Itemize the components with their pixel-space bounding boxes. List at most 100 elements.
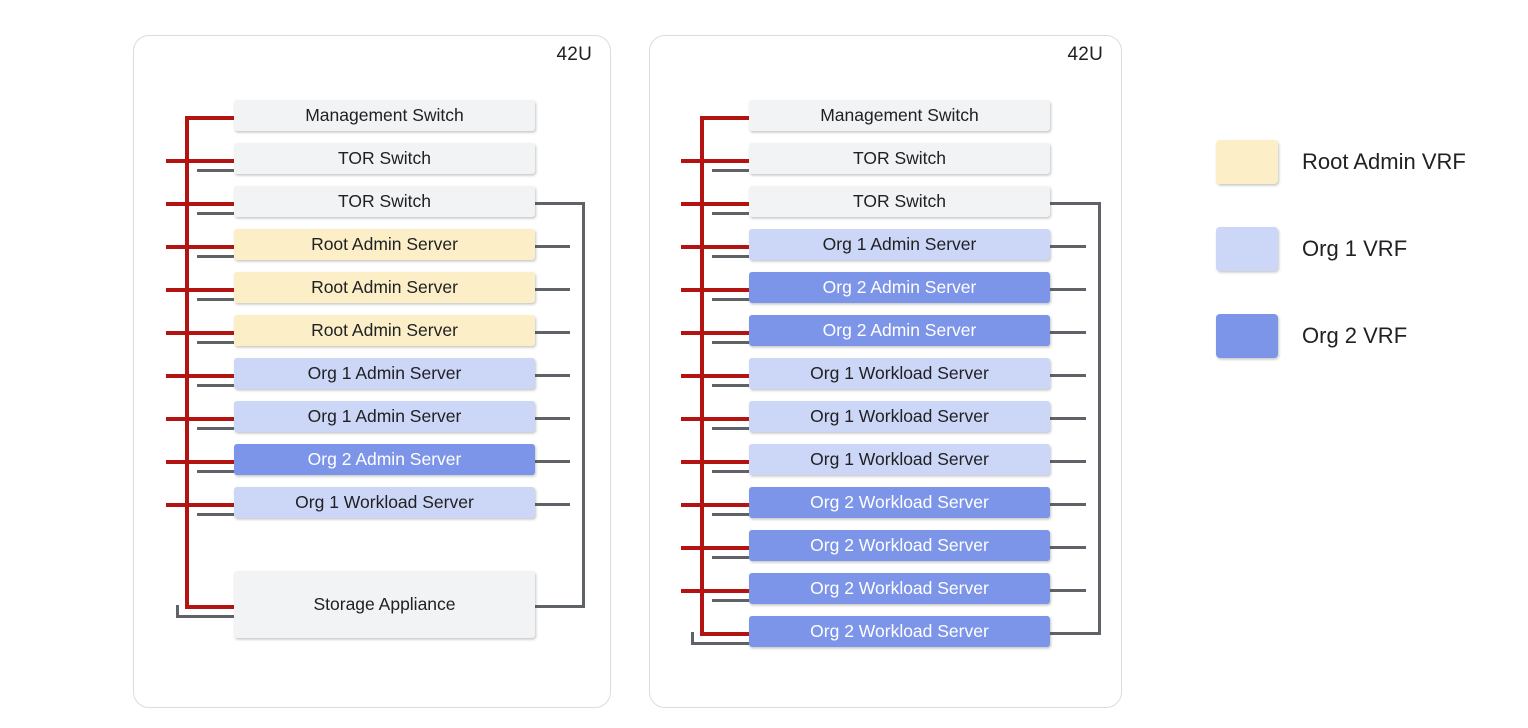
data-cable-right [1050, 416, 1086, 420]
rack-unit-label: Org 1 Workload Server [810, 362, 989, 383]
management-cable [681, 244, 749, 249]
rack-unit[interactable]: TOR Switch [749, 143, 1050, 174]
data-cable-left [197, 211, 234, 215]
rack-unit[interactable]: Org 2 Workload Server [749, 573, 1050, 604]
legend-item: Org 1 VRF [1216, 227, 1407, 271]
rack-right-capacity-label: 42U [1067, 44, 1103, 65]
rack-unit-label: TOR Switch [852, 147, 947, 168]
rack-unit[interactable]: Storage Appliance [234, 571, 535, 638]
management-bus-vertical [185, 118, 189, 607]
rack-unit[interactable]: Org 1 Workload Server [749, 401, 1050, 432]
rack-unit-label: Root Admin Server [311, 319, 458, 340]
management-cable [166, 373, 234, 378]
rack-unit-label: Management Switch [820, 104, 979, 125]
management-cable [681, 201, 749, 206]
legend-item: Root Admin VRF [1216, 140, 1466, 184]
rack-unit[interactable]: TOR Switch [234, 143, 535, 174]
data-cable-bottom-riser [691, 631, 694, 644]
rack-unit-label: Org 1 Admin Server [822, 233, 977, 254]
data-bus-top-elbow [1050, 201, 1101, 205]
rack-unit-label: Org 2 Admin Server [822, 319, 977, 340]
legend-label: Org 2 VRF [1302, 323, 1408, 348]
rack-unit[interactable]: Org 2 Admin Server [234, 444, 535, 475]
rack-unit-label: Org 2 Workload Server [810, 534, 989, 555]
data-cable-right [1050, 588, 1086, 592]
management-cable [681, 330, 749, 335]
data-bus-vertical [582, 201, 585, 608]
management-cable [166, 287, 234, 292]
rack-unit[interactable]: Org 2 Admin Server [749, 315, 1050, 346]
data-cable-right [535, 373, 570, 377]
data-cable-right [1050, 459, 1086, 463]
rack-unit[interactable]: Org 1 Admin Server [234, 401, 535, 432]
rack-unit[interactable]: Org 2 Admin Server [749, 272, 1050, 303]
data-cable-right [535, 416, 570, 420]
management-cable [185, 604, 234, 609]
legend-swatch [1216, 314, 1278, 358]
data-cable-left [712, 340, 749, 344]
rack-unit[interactable]: Org 2 Workload Server [749, 530, 1050, 561]
data-cable-left [197, 383, 234, 387]
rack-unit-label: Root Admin Server [311, 233, 458, 254]
data-cable-left [712, 598, 749, 602]
data-cable-left [197, 512, 234, 516]
rack-unit[interactable]: TOR Switch [749, 186, 1050, 217]
data-cable-left [197, 297, 234, 301]
management-cable [700, 115, 749, 120]
data-cable-right [535, 330, 570, 334]
data-cable-right [1050, 373, 1086, 377]
rack-unit[interactable]: Org 2 Workload Server [749, 487, 1050, 518]
data-bus-bottom-elbow [1050, 631, 1101, 635]
data-bus-vertical [1098, 201, 1101, 635]
rack-unit[interactable]: TOR Switch [234, 186, 535, 217]
management-cable [166, 416, 234, 421]
rack-unit[interactable]: Org 2 Workload Server [749, 616, 1050, 647]
rack-unit[interactable]: Org 1 Workload Server [749, 358, 1050, 389]
data-cable-left [197, 469, 234, 473]
rack-unit-label: Org 2 Workload Server [810, 620, 989, 641]
management-cable [166, 330, 234, 335]
rack-unit-label: TOR Switch [852, 190, 947, 211]
data-cable-right [1050, 502, 1086, 506]
data-cable-left [197, 254, 234, 258]
data-cable-right [535, 287, 570, 291]
management-cable [166, 459, 234, 464]
data-cable-bottom [691, 641, 749, 645]
management-cable [166, 244, 234, 249]
rack-unit[interactable]: Root Admin Server [234, 272, 535, 303]
data-cable-left [712, 383, 749, 387]
rack-unit-label: Org 1 Workload Server [295, 491, 474, 512]
data-cable-right [1050, 244, 1086, 248]
management-cable [681, 416, 749, 421]
legend-item: Org 2 VRF [1216, 314, 1407, 358]
management-cable [681, 545, 749, 550]
rack-unit-label: Org 1 Workload Server [810, 405, 989, 426]
data-cable-left [712, 426, 749, 430]
rack-unit[interactable]: Root Admin Server [234, 315, 535, 346]
rack-unit[interactable]: Root Admin Server [234, 229, 535, 260]
management-cable [681, 459, 749, 464]
legend-swatch [1216, 227, 1278, 271]
vrf-legend: Root Admin VRF Org 1 VRF Org 2 VRF [1216, 140, 1516, 360]
management-cable [681, 588, 749, 593]
data-cable-left [197, 340, 234, 344]
management-cable [681, 502, 749, 507]
data-cable-right [1050, 330, 1086, 334]
rack-unit[interactable]: Org 1 Admin Server [749, 229, 1050, 260]
data-cable-left [712, 168, 749, 172]
data-cable-right [535, 459, 570, 463]
rack-unit[interactable]: Org 1 Workload Server [234, 487, 535, 518]
legend-label: Root Admin VRF [1302, 149, 1466, 174]
rack-unit-label: Org 2 Workload Server [810, 577, 989, 598]
management-cable [681, 158, 749, 163]
data-cable-left [712, 512, 749, 516]
data-cable-bottom-riser [176, 604, 179, 617]
rack-unit[interactable]: Org 1 Workload Server [749, 444, 1050, 475]
rack-unit-label: Org 1 Admin Server [307, 405, 462, 426]
rack-unit[interactable]: Management Switch [749, 100, 1050, 131]
rack-unit[interactable]: Management Switch [234, 100, 535, 131]
rack-unit[interactable]: Org 1 Admin Server [234, 358, 535, 389]
rack-unit-label: Root Admin Server [311, 276, 458, 297]
data-cable-left [712, 254, 749, 258]
